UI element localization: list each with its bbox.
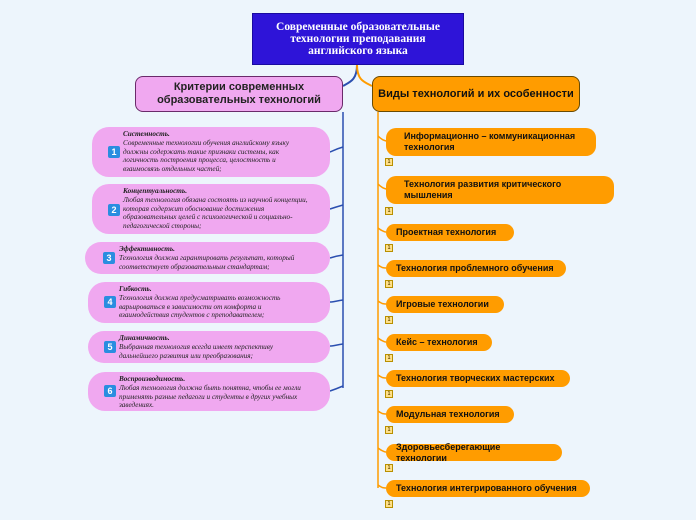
link-crit-1	[329, 146, 344, 153]
tech-project[interactable]: Проектная технология	[386, 224, 514, 241]
tech-case[interactable]: Кейс – технология	[386, 334, 492, 351]
criterion-systemic[interactable]: 1 Системность. Современные технологии об…	[92, 127, 330, 177]
criterion-conceptual[interactable]: 2 Концептуальность. Любая технология обя…	[92, 184, 330, 234]
number-badge: 1	[108, 146, 120, 158]
tech-health-saving[interactable]: Здоровьесберегающие технологии	[386, 441, 562, 463]
link-crit-5	[329, 343, 344, 347]
number-badge: 4	[104, 296, 116, 308]
link-crit-6	[329, 385, 344, 392]
note-icon[interactable]: 1	[385, 244, 393, 252]
tech-label: Модульная технология	[396, 409, 500, 419]
link-root-left	[342, 64, 358, 87]
criterion-text: Современные технологии обучения английск…	[123, 138, 290, 174]
tech-label: Технология интегрированного обучения	[396, 483, 577, 493]
note-icon[interactable]: 1	[385, 280, 393, 288]
link-tech-7	[377, 374, 387, 379]
tech-label: Технология проблемного обучения	[396, 263, 554, 273]
criterion-reproducibility[interactable]: 6 Воспроизводимость. Любая технология до…	[88, 372, 330, 411]
criterion-text: Любая технология обязана состоять из нау…	[123, 195, 308, 231]
criterion-text: Технология должна гарантировать результа…	[119, 253, 295, 271]
link-tech-4	[377, 264, 387, 269]
number-badge: 2	[108, 204, 120, 216]
link-tech-3	[377, 227, 387, 233]
criterion-effectiveness[interactable]: 3 Эффективность. Технология должна гаран…	[85, 242, 330, 274]
link-crit-4	[329, 299, 344, 303]
types-heading[interactable]: Виды технологий и их особенности	[372, 76, 580, 112]
link-root-right	[356, 64, 373, 87]
criterion-title: Эффективность.	[119, 245, 175, 253]
tech-label: Кейс – технология	[396, 337, 478, 347]
tech-label: Технология развития критического мышлени…	[404, 179, 562, 200]
criterion-title: Концептуальность.	[123, 187, 187, 195]
tech-label: Технология творческих мастерских	[396, 373, 555, 383]
note-icon[interactable]: 1	[385, 354, 393, 362]
note-icon[interactable]: 1	[385, 207, 393, 215]
root-topic[interactable]: Современные образовательные технологии п…	[252, 13, 464, 65]
link-tech-8	[377, 410, 387, 415]
tech-games[interactable]: Игровые технологии	[386, 296, 504, 313]
link-tech-10	[377, 484, 387, 489]
criterion-title: Гибкость.	[119, 285, 152, 293]
criterion-text: Выбранная технология всегда имеет перспе…	[119, 342, 274, 360]
link-tech-6	[377, 337, 387, 343]
criterion-text: Любая технология должна быть понятна, чт…	[119, 383, 301, 410]
tech-modular[interactable]: Модульная технология	[386, 406, 514, 423]
tech-label: Информационно – коммуникационная техноло…	[404, 131, 576, 152]
criterion-flexibility[interactable]: 4 Гибкость. Технология должна предусматр…	[88, 282, 330, 323]
note-icon[interactable]: 1	[385, 158, 393, 166]
number-badge: 5	[104, 341, 116, 353]
link-crit-2	[329, 204, 344, 210]
link-tech-9	[377, 447, 387, 453]
link-tech-5	[377, 300, 387, 305]
criteria-heading[interactable]: Критерии современных образовательных тех…	[135, 76, 343, 112]
criterion-text: Технология должна предусматривать возмож…	[119, 293, 281, 320]
tech-ict[interactable]: Информационно – коммуникационная техноло…	[386, 128, 596, 156]
tech-integrated[interactable]: Технология интегрированного обучения	[386, 480, 590, 497]
note-icon[interactable]: 1	[385, 390, 393, 398]
tech-creative-workshops[interactable]: Технология творческих мастерских	[386, 370, 570, 387]
number-badge: 3	[103, 252, 115, 264]
note-icon[interactable]: 1	[385, 500, 393, 508]
note-icon[interactable]: 1	[385, 464, 393, 472]
tech-label: Здоровьесберегающие технологии	[396, 441, 501, 463]
link-crit-3	[329, 254, 344, 259]
criterion-title: Воспроизводимость.	[119, 375, 186, 383]
tech-label: Игровые технологии	[396, 299, 489, 309]
tech-problem-learning[interactable]: Технология проблемного обучения	[386, 260, 566, 277]
note-icon[interactable]: 1	[385, 426, 393, 434]
tech-label: Проектная технология	[396, 227, 497, 237]
tech-critical-thinking[interactable]: Технология развития критического мышлени…	[386, 176, 614, 204]
note-icon[interactable]: 1	[385, 316, 393, 324]
criterion-dynamism[interactable]: 5 Динамичность. Выбранная технология все…	[88, 331, 330, 363]
criterion-title: Динамичность.	[119, 334, 170, 342]
criterion-title: Системность.	[123, 130, 170, 138]
number-badge: 6	[104, 385, 116, 397]
